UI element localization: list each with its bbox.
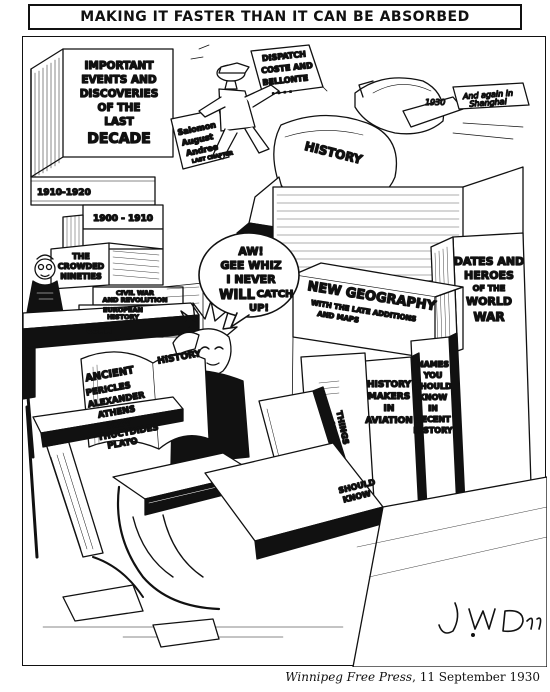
- foreground-table: [62, 442, 548, 668]
- student-desk: [32, 396, 344, 638]
- dates-line-2: HEROES: [464, 269, 514, 282]
- names-line-6: RECENT: [415, 415, 451, 424]
- label-civil-war: CIVIL WAR AND REVOLUTION: [102, 288, 168, 304]
- names-line-5: IN: [428, 404, 438, 413]
- caption-source: Winnipeg Free Press: [285, 670, 413, 684]
- label-dates-heroes: DATES AND HEROES OF THE WORLD WAR: [453, 254, 525, 324]
- speech-line-4: WILL: [219, 288, 255, 303]
- crowded-line-2: CROWDED: [58, 262, 105, 271]
- label-important-events: IMPORTANT EVENTS AND DISCOVERIES OF THE …: [79, 59, 159, 147]
- names-line-4: KNOW: [419, 393, 448, 402]
- cartoon-frame: IMPORTANT EVENTS AND DISCOVERIES OF THE …: [21, 36, 548, 668]
- important-line-3: DISCOVERIES: [80, 88, 159, 100]
- euro-line-1: EUROPEAN: [103, 306, 143, 314]
- important-line-1: IMPORTANT: [84, 60, 154, 72]
- dates-line-5: WAR: [473, 310, 504, 324]
- aviation-line-4: AVIATION: [365, 416, 413, 426]
- cartoon-title-box: MAKING IT FASTER THAN IT CAN BE ABSORBED: [28, 4, 522, 30]
- teacher-figure: [26, 254, 64, 314]
- label-1930: 1930: [425, 98, 445, 107]
- civil-line-1: CIVIL WAR: [116, 289, 154, 297]
- cartoon-title: MAKING IT FASTER THAN IT CAN BE ABSORBED: [80, 9, 470, 25]
- teacher-desk: [21, 302, 200, 559]
- dates-line-4: WORLD: [466, 295, 512, 308]
- aviation-line-2: MAKERS: [368, 392, 410, 402]
- caption: Winnipeg Free Press, 11 September 1930: [285, 670, 540, 684]
- speech-line-2: GEE WHIZ: [220, 259, 281, 272]
- speech-line-1: AW!: [238, 245, 263, 258]
- important-line-4: OF THE: [98, 102, 141, 114]
- euro-line-2: HISTORY: [107, 313, 139, 321]
- speech-bubble: [198, 232, 300, 328]
- dispatch-line-4: . . . .: [271, 85, 292, 96]
- important-line-2: EVENTS AND: [81, 74, 157, 86]
- aviation-book: [364, 352, 428, 518]
- artist-signature: [438, 602, 542, 637]
- label-1910-1920: 1910-1920: [37, 188, 91, 198]
- label-european: EUROPEAN HISTORY: [102, 305, 143, 321]
- names-line-2: YOU: [423, 371, 443, 380]
- dates-line-1: DATES AND: [454, 255, 524, 268]
- caption-date: , 11 September 1930: [412, 670, 540, 684]
- civil-line-2: AND REVOLUTION: [102, 296, 167, 304]
- important-line-5: LAST: [104, 116, 134, 128]
- label-names: NAMES YOU SHOULD KNOW IN RECENT HISTORY: [413, 359, 454, 435]
- label-comm: COMM: [87, 327, 112, 335]
- aviator-figure: [190, 44, 280, 160]
- speech-line-6: UP!: [249, 303, 269, 314]
- names-line-1: NAMES: [417, 360, 449, 369]
- label-extra: And again in Shanghai: [461, 88, 514, 109]
- important-line-6: DECADE: [87, 131, 150, 147]
- crowded-line-1: THE: [72, 252, 90, 261]
- crowded-line-3: NINETIES: [60, 272, 102, 281]
- cartoon-illustration: IMPORTANT EVENTS AND DISCOVERIES OF THE …: [21, 44, 548, 668]
- speech-line-5: CATCH: [257, 289, 294, 300]
- names-line-3: SHOULD: [414, 382, 452, 391]
- speech-line-3: I NEVER: [226, 273, 276, 286]
- dates-line-3: OF THE: [473, 284, 506, 293]
- aviation-line-3: IN: [384, 404, 395, 414]
- label-should-know: SHOULD KNOW: [337, 477, 377, 505]
- names-line-7: HISTORY: [413, 426, 452, 435]
- extra-line-2: Shanghai: [469, 97, 508, 109]
- label-aviation: HISTORY MAKERS IN AVIATION: [365, 379, 414, 426]
- aviation-line-1: HISTORY: [367, 380, 412, 390]
- label-1900-1910: 1900 - 1910: [93, 214, 153, 224]
- label-crowded-nineties: THE CROWDED NINETIES: [57, 251, 105, 281]
- extra-line-1: And again in: [462, 89, 514, 102]
- speech-text: AW! GEE WHIZ I NEVER WILL CATCH UP!: [218, 244, 294, 314]
